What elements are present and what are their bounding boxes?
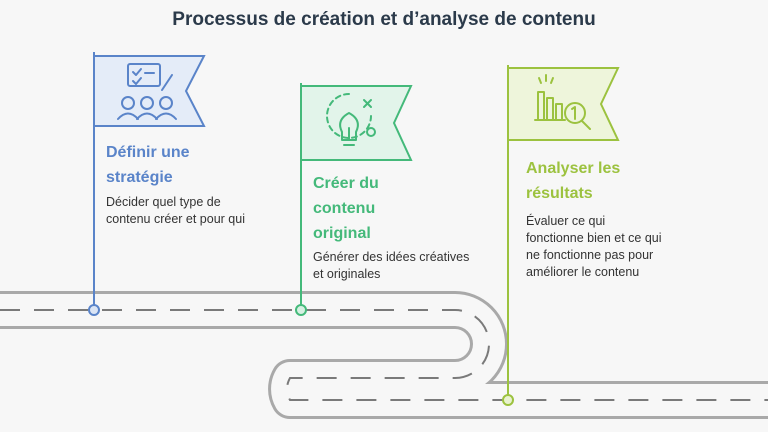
step-analyze-title: Analyser les résultats	[526, 160, 621, 202]
flag-create	[295, 83, 413, 316]
team-checklist-icon	[117, 63, 177, 120]
step-strategy-title: Définir une stratégie	[106, 144, 190, 186]
step-create-description: Générer des idées créatives et originale…	[313, 250, 470, 281]
flag-analyze	[502, 65, 620, 406]
road	[0, 291, 768, 419]
step-strategy-description: Décider quel type de contenu créer et po…	[106, 195, 245, 226]
step-analyze-description: Évaluer ce qui fonctionne bien et ce qui…	[526, 214, 662, 279]
flag-strategy	[88, 52, 206, 316]
lightbulb-icon	[326, 93, 376, 146]
bar-chart-magnifier-icon	[534, 74, 591, 130]
page-title: Processus de création et d’analyse de co…	[172, 9, 596, 30]
step-create-title: Créer du contenu original	[313, 175, 379, 242]
